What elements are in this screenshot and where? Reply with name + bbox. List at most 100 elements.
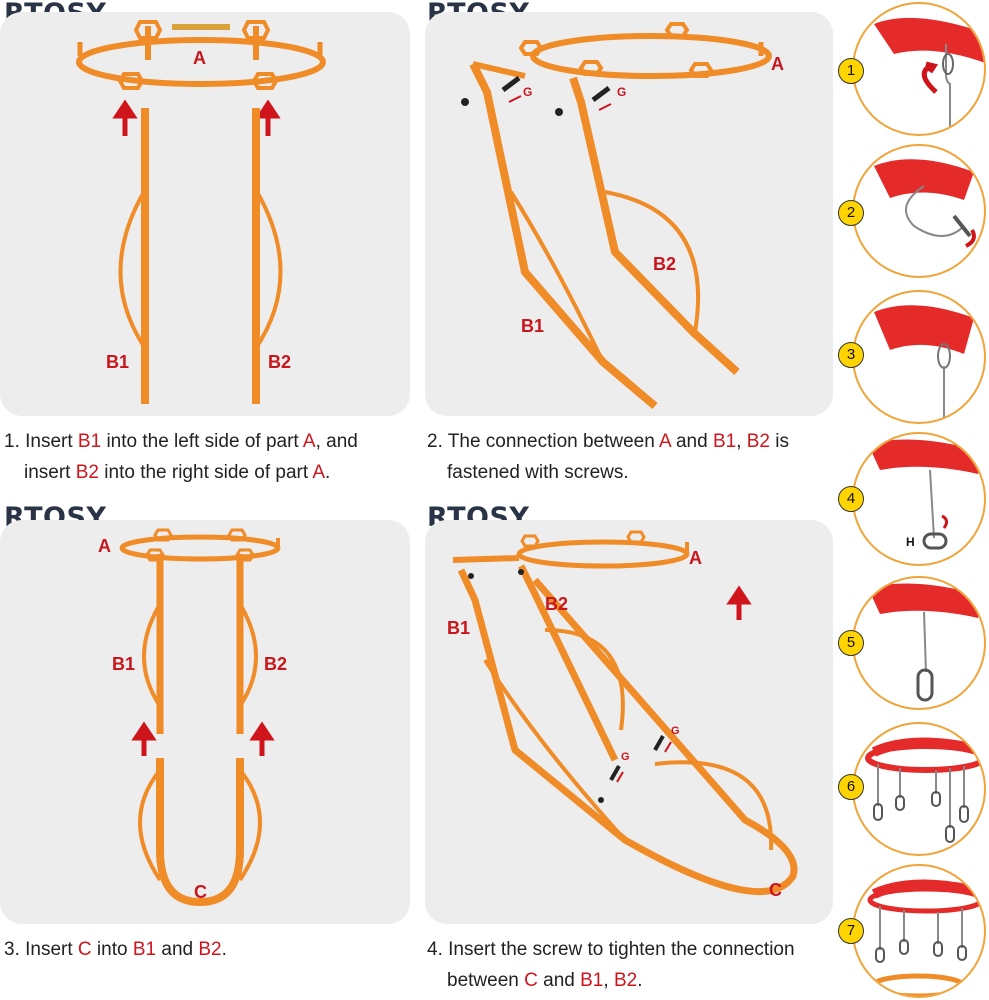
leg-b1-brace xyxy=(142,602,162,708)
nut-icon xyxy=(153,528,173,542)
nut-icon xyxy=(664,22,690,38)
label-b2: B2 xyxy=(264,654,287,674)
leg-b2 xyxy=(569,76,740,375)
nut-icon xyxy=(688,62,714,78)
carabiner-icon xyxy=(945,825,955,843)
step-badge-2: 2 xyxy=(838,200,864,226)
panel-3-illustration: A B1 B2 C xyxy=(98,528,287,907)
screw-icon xyxy=(501,76,521,92)
u-frame-c xyxy=(156,758,244,907)
leg-b1-brace xyxy=(509,190,605,363)
nut-icon xyxy=(626,530,646,544)
curved-arrow-icon xyxy=(921,61,939,94)
leg-b2-brace xyxy=(254,188,283,350)
step-badge-6: 6 xyxy=(838,774,864,800)
u-frame-c-brace xyxy=(654,760,774,851)
curved-arrow-icon xyxy=(965,228,976,248)
panel-1-illustration: A B1 B2 xyxy=(76,20,326,404)
label-g: G xyxy=(671,725,680,737)
hoop-a-hooks xyxy=(77,42,323,56)
carabiner-icon xyxy=(922,532,948,550)
step-badge-4: 4 xyxy=(838,486,864,512)
carabiner-icon xyxy=(931,791,941,807)
screw-icon xyxy=(653,735,665,751)
carabiner-icon xyxy=(875,947,885,963)
label-b1: B1 xyxy=(106,352,129,372)
carabiner-icon xyxy=(899,939,909,955)
arrow-icon xyxy=(508,95,522,103)
label-a: A xyxy=(98,536,111,556)
wire-rope xyxy=(929,469,935,539)
arrow-up-icon xyxy=(255,99,281,136)
label-g: G xyxy=(621,751,630,763)
leg-b1 xyxy=(469,62,658,410)
hoop-rim xyxy=(874,17,984,63)
label-a: A xyxy=(689,548,702,568)
label-b1: B1 xyxy=(112,654,135,674)
carabiner-icon xyxy=(873,803,883,821)
arrow-up-icon xyxy=(112,99,138,136)
hoop-a-ring xyxy=(530,33,772,79)
label-g: G xyxy=(617,85,626,99)
nut-icon xyxy=(117,72,145,90)
wire-loop-icon xyxy=(942,53,954,75)
hoop-a-ring xyxy=(119,534,281,562)
leg-b2 xyxy=(517,564,619,762)
step-badge-5: 5 xyxy=(838,630,864,656)
nut-icon xyxy=(133,20,163,40)
arrow-icon xyxy=(598,103,612,111)
wire-rope xyxy=(923,611,927,673)
leg-b1-and-c xyxy=(457,568,798,896)
carabiner-icon xyxy=(933,941,943,957)
leg-b2-brace xyxy=(604,190,701,333)
net-frame-ring xyxy=(869,973,967,996)
screw-nut-icon xyxy=(468,573,474,579)
hoop-rim xyxy=(867,886,984,914)
label-a: A xyxy=(771,54,784,74)
nut-icon xyxy=(251,72,279,90)
hoop-rim xyxy=(868,583,984,618)
carabiner-icon xyxy=(959,805,969,823)
leg-b2-brace xyxy=(238,602,258,708)
u-frame-c-brace-right xyxy=(238,768,262,882)
wire-rope xyxy=(905,185,965,237)
caption-step-1: 1. Insert B1 into the left side of part … xyxy=(4,431,358,483)
leg-b1-top xyxy=(472,61,526,79)
curved-arrow-icon xyxy=(941,514,949,529)
screw-icon xyxy=(609,765,621,781)
step-circle-5 xyxy=(852,576,986,710)
nut-icon xyxy=(578,60,604,76)
label-b1: B1 xyxy=(447,618,470,638)
step-circle-4: H xyxy=(852,432,986,566)
caption-step-2: 2. The connection between A and B1, B2 i… xyxy=(427,431,789,483)
step-circle-1 xyxy=(852,2,986,136)
carabiner-icon xyxy=(957,945,967,961)
step-badge-3: 3 xyxy=(838,342,864,368)
leg-b1-brace xyxy=(483,658,627,842)
step-badge-1: 1 xyxy=(838,58,864,84)
arrow-up-icon xyxy=(131,721,157,756)
screw-nut-icon xyxy=(461,98,469,106)
screw-nut-icon xyxy=(598,797,604,803)
hoop-rim-top xyxy=(871,737,982,757)
label-b1: B1 xyxy=(521,316,544,336)
nut-icon xyxy=(520,534,540,548)
caption-step-3: 3. Insert C into B1 and B2. xyxy=(4,939,227,960)
hoop-rim xyxy=(874,305,974,354)
label-g: G xyxy=(523,85,532,99)
leg-b2-brace xyxy=(544,628,625,731)
net-frame-legs xyxy=(869,984,967,996)
hoop-a-ring xyxy=(516,539,690,569)
assembly-panel-2: G G A B1 B2 xyxy=(425,12,833,416)
u-frame-c-brace-left xyxy=(138,768,162,882)
screw-nut-icon xyxy=(518,569,524,575)
label-h: H xyxy=(906,535,915,549)
nut-icon xyxy=(241,20,271,40)
carabiner-icon xyxy=(895,795,905,811)
hoop-a-ring xyxy=(76,37,326,87)
step-badge-7: 7 xyxy=(838,918,864,944)
label-b2: B2 xyxy=(545,594,568,614)
hoop-rim xyxy=(874,159,974,200)
label-a: A xyxy=(193,48,206,68)
hoop-a-bracket xyxy=(172,24,230,30)
